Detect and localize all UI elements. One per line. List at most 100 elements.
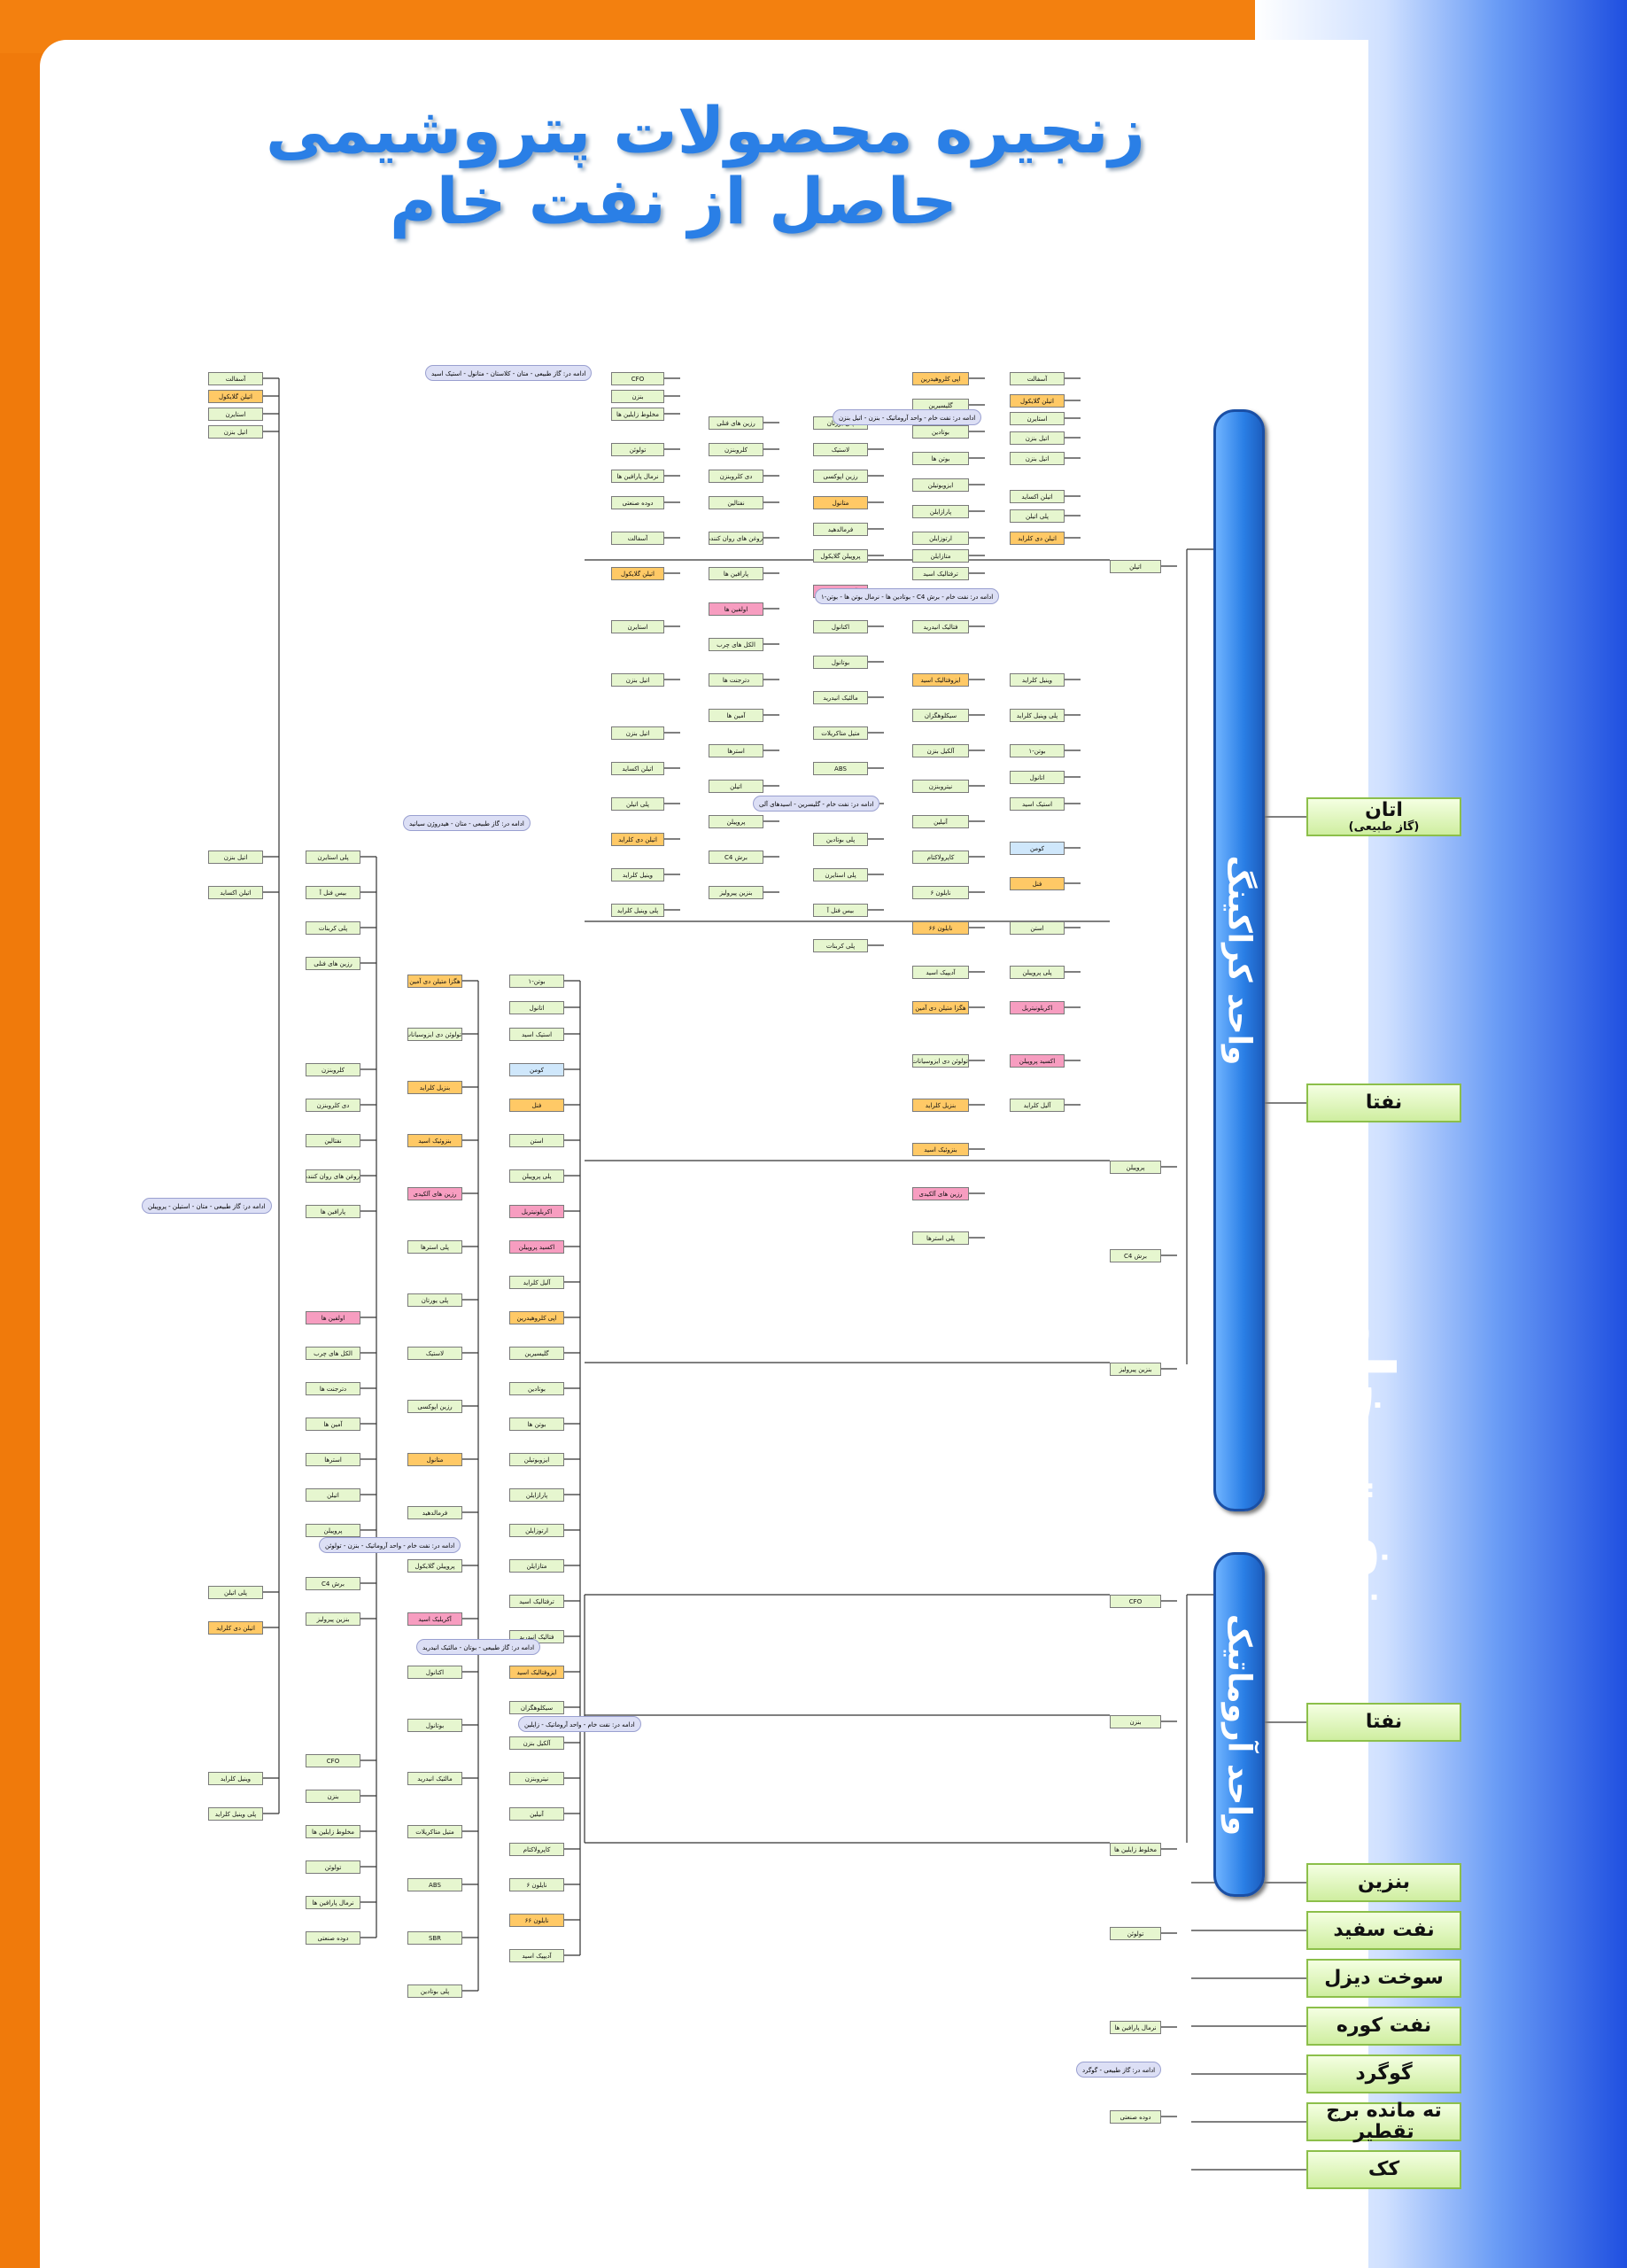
product-box: بوتادین [509, 1382, 564, 1395]
product-box: ترفتالیک اسید [509, 1595, 564, 1608]
product-box: اتیلن گلایکول [611, 567, 664, 580]
source-coke: کک [1306, 2150, 1461, 2189]
product-box: ایزوفتالیک اسید [912, 673, 969, 687]
product-box: نیتروبنزن [912, 780, 969, 793]
product-box: مخلوط زایلین ها [306, 1825, 360, 1838]
product-box: ایزوبوتیلن [509, 1453, 564, 1466]
product-box: فتالیک انیدرید [912, 620, 969, 633]
product-box: استیک اسید [1010, 797, 1065, 811]
product-box: الکل های چرب [709, 638, 763, 651]
source-sulfur: گوگرد [1306, 2054, 1461, 2093]
product-box: CFO [611, 372, 664, 385]
product-box: بیس فنل آ [813, 904, 868, 917]
product-box: پلی وینیل کلراید [1010, 709, 1065, 722]
product-box: پروپیلن [306, 1524, 360, 1537]
product-box: بوتن ها [912, 452, 969, 465]
product-box: پارازایلن [509, 1488, 564, 1502]
product-box: آکریلیک اسید [407, 1612, 462, 1626]
product-box: دترجنت ها [306, 1382, 360, 1395]
product-box: اتانول [509, 1001, 564, 1014]
product-box: ارتوزایلن [509, 1524, 564, 1537]
product-box: برش C4 [709, 850, 763, 864]
product-box: تولوئن [611, 443, 664, 456]
product-box: رزین های فنلی [709, 416, 763, 430]
product-box: اولفین ها [306, 1311, 360, 1324]
source-label: بنزین [1358, 1870, 1410, 1893]
product-box: مخلوط زایلین ها [611, 408, 664, 421]
product-box: دترجنت ها [709, 673, 763, 687]
product-box: هگزا متیلن دی آمین [407, 975, 462, 988]
product-box: پلی استایرن [306, 850, 360, 864]
product-box: اتیلن گلایکول [208, 390, 263, 403]
product-box: استایرن [208, 408, 263, 421]
product-box: اتیلن اکساید [1010, 490, 1065, 503]
product-box: آلیل کلراید [1010, 1099, 1065, 1112]
product-box: سیکلوهگزان [509, 1701, 564, 1714]
source-naphtha-aromatic: نفتا [1306, 1703, 1461, 1742]
source-label: نفتا [1365, 1091, 1403, 1114]
continuation-note: ادامه در: گاز طبیعی - متان - هیدروژن سیا… [403, 815, 531, 831]
continuation-note: ادامه در: گاز طبیعی - گوگرد [1076, 2062, 1162, 2078]
product-box: اتیل بنزن [1010, 452, 1065, 465]
product-box: ارتوزایلن [912, 532, 969, 545]
product-box: رزین اپوکسی [407, 1400, 462, 1413]
product-box: پروپیلن گلایکول [407, 1559, 462, 1573]
product-box: بوتادین [912, 425, 969, 439]
product-box: رزین های آلکیدی [407, 1187, 462, 1200]
product-box: رزین های فنلی [306, 957, 360, 970]
product-box: استرها [709, 744, 763, 757]
product-box: آلیل کلراید [509, 1276, 564, 1289]
continuation-note: ادامه در: نفت خام - برش C4 - بوتادین ها … [815, 588, 1000, 604]
cracking-unit: واحد کراکینگ [1213, 409, 1265, 1511]
product-box: اتیلن دی کلراید [1010, 532, 1065, 545]
source-fuel-oil: نفت کوره [1306, 2007, 1461, 2046]
product-box: اتیلن [709, 780, 763, 793]
product-box: استرها [306, 1453, 360, 1466]
product-box: اکسید پروپیلن [1010, 1054, 1065, 1068]
product-box: اپی کلروهیدرین [912, 372, 969, 385]
product-box: نایلون ۶ [912, 886, 969, 899]
aromatic-unit: واحد آروماتیک [1213, 1552, 1265, 1897]
source-label: کک [1367, 2157, 1400, 2180]
source-label: نفتا [1365, 1710, 1403, 1733]
product-box: بوتن-۱ [509, 975, 564, 988]
product-box: وینیل کلراید [208, 1772, 263, 1785]
product-box: اکریلونیتریل [509, 1205, 564, 1218]
product-box: نفتالین [709, 496, 763, 509]
product-box: اتیل بنزن [1010, 431, 1065, 445]
product-box: پارازایلن [912, 505, 969, 518]
source-label: سوخت دیزل [1324, 1966, 1444, 1989]
continuation-note: ادامه در: نفت خام - واحد آروماتیک - بنزن… [833, 409, 982, 425]
product-box: لاستیک [407, 1347, 462, 1360]
product-box: برش C4 [306, 1577, 360, 1590]
product-box: اتیل بنزن [208, 425, 263, 439]
product-box: پلی استرها [407, 1240, 462, 1254]
continuation-note: ادامه در: گاز طبیعی - متان - استیلن - پر… [142, 1198, 272, 1214]
product-box: پلی اتیلن [1010, 509, 1065, 523]
product-box: CFO [306, 1754, 360, 1767]
source-label: نفت سفید [1333, 1918, 1435, 1941]
product-box: اولفین ها [709, 602, 763, 616]
product-box: پلی استایرن [813, 868, 868, 882]
product-box: ایزوفتالیک اسید [509, 1666, 564, 1679]
product-box: تولوئن [1110, 1927, 1161, 1940]
product-box: اپی کلروهیدرین [509, 1311, 564, 1324]
product-box: پروپیلن گلایکول [813, 549, 868, 563]
product-box: اتیل بنزن [208, 850, 263, 864]
product-box: وینیل کلراید [611, 868, 664, 882]
continuation-note: ادامه در: گاز طبیعی - متان - کلاستان - م… [425, 365, 593, 381]
product-box: نرمال پارافین ها [1110, 2021, 1161, 2034]
product-box: آسفالت [208, 372, 263, 385]
product-box: برش C4 [1110, 1249, 1161, 1262]
product-box: بنزن [611, 390, 664, 403]
product-box: فرمالدهید [813, 523, 868, 536]
product-box: فرمالدهید [407, 1506, 462, 1519]
product-box: پلی بوتادین [813, 833, 868, 846]
source-label: ته مانده برج تقطیر [1326, 2099, 1442, 2143]
product-box: متانول [407, 1453, 462, 1466]
product-box: اتیلن [1110, 560, 1161, 573]
product-box: بیس فنل آ [306, 886, 360, 899]
product-box: کاپرولاکتام [509, 1843, 564, 1856]
product-box: اتیلن اکساید [611, 762, 664, 775]
product-box: پلی پروپیلن [509, 1169, 564, 1183]
